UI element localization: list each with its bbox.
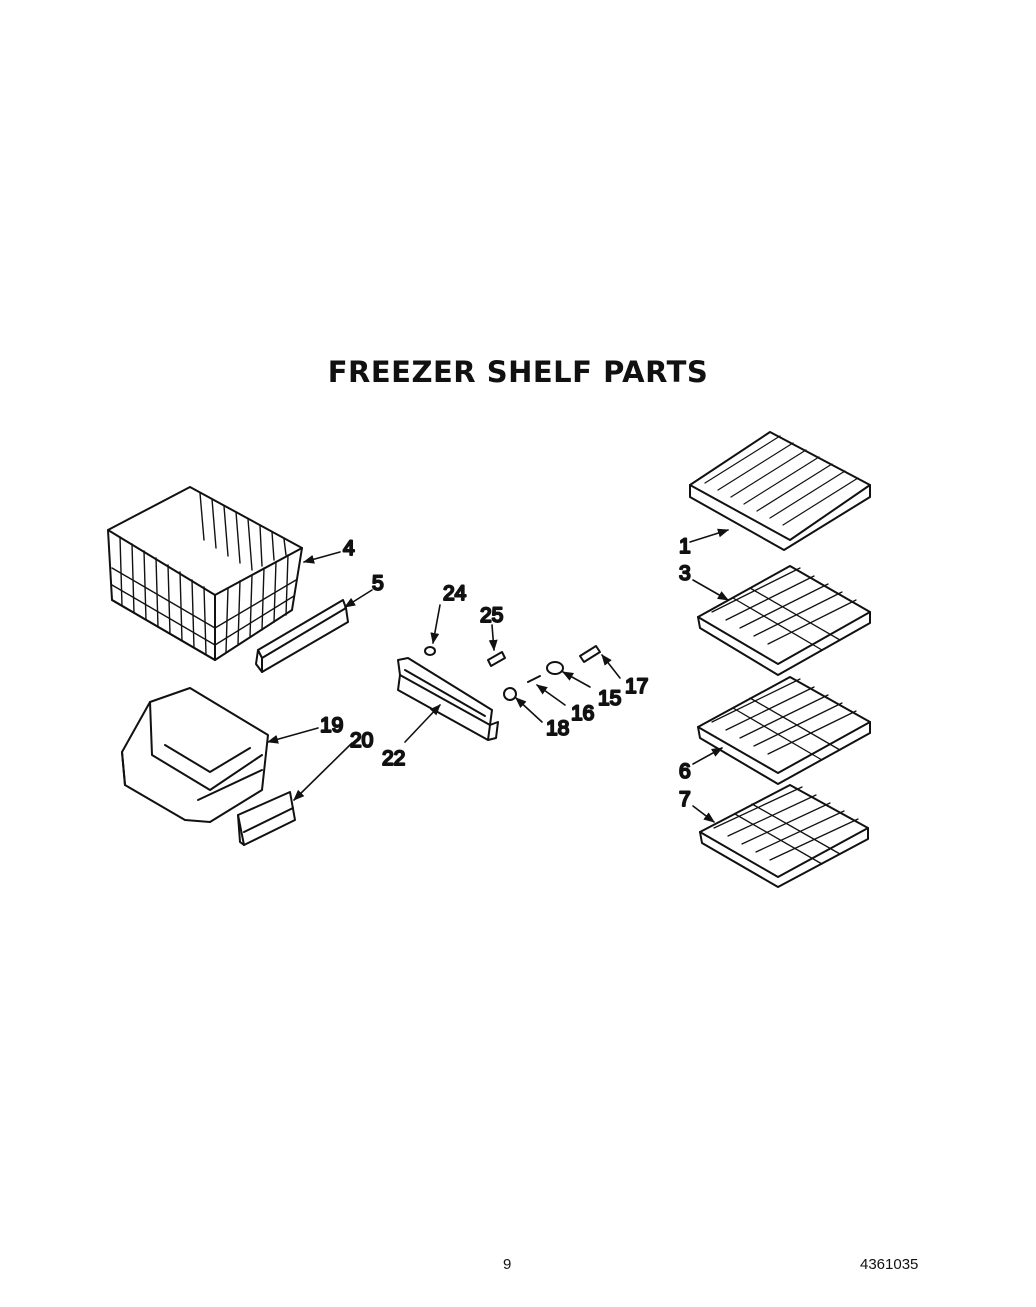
callout-3: 3 [679,562,691,585]
page-title: FREEZER SHELF PARTS [327,355,709,389]
callout-15: 15 [598,687,621,710]
page-number: 9 [503,1256,512,1273]
callout-24: 24 [443,582,467,605]
bin-trim-part [237,791,296,846]
callout-5: 5 [372,572,384,595]
document-number: 4361035 [860,1256,919,1273]
callout-25: 25 [480,604,503,627]
wire-basket-part [107,486,303,661]
leader-lines [266,528,730,823]
storage-bin-part [121,687,269,823]
callout-19: 19 [320,714,343,737]
callout-labels: 4 5 24 25 19 20 22 17 15 16 18 1 3 6 7 [319,534,692,812]
callout-17: 17 [625,675,648,698]
callout-4: 4 [343,537,355,560]
callout-7: 7 [679,788,691,811]
callout-6: 6 [679,760,691,783]
callout-18: 18 [546,717,569,740]
wire-shelf-7-part [699,784,869,888]
callout-1: 1 [679,535,691,558]
shelf-rail-part [397,657,499,741]
hardware-parts [424,645,601,701]
basket-trim-part [255,599,349,673]
callout-22: 22 [382,747,405,770]
glass-shelf-part [689,431,871,551]
wire-shelf-3-part [697,565,871,676]
callout-20: 20 [350,729,373,752]
callout-16: 16 [571,702,594,725]
wire-shelf-6-part [697,676,871,785]
